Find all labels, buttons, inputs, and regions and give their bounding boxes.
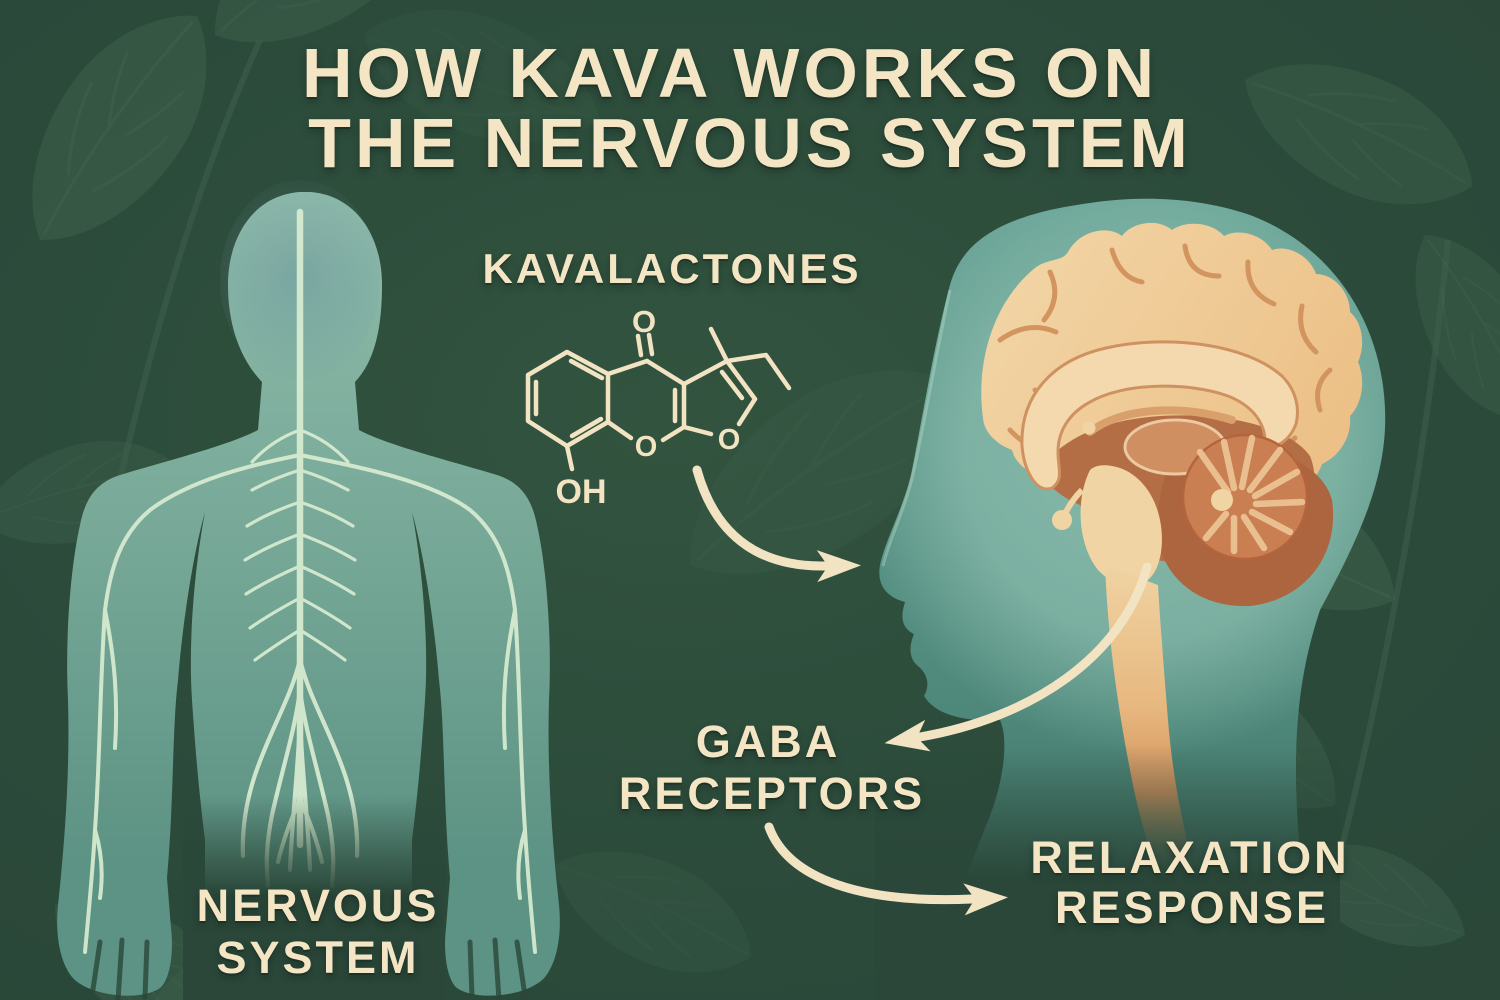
hydroxyl-bond [564, 443, 575, 472]
furan-ring [681, 358, 758, 402]
atom-label-oh: OH [556, 473, 607, 511]
arrow-kavalactones-to-brain [692, 465, 861, 583]
label-gaba-receptors-line1: GABA [695, 716, 841, 767]
label-kavalactones: KAVALACTONES [482, 245, 862, 292]
brainstem-pons [1080, 465, 1162, 586]
cerebellum-folia [1196, 434, 1306, 555]
leaf-icon [534, 819, 773, 1000]
face-edge-highlight [881, 289, 952, 567]
head-bottom-fade [875, 745, 1340, 1000]
atom-label-o-carbonyl: O [632, 304, 656, 339]
leaf-icon [1381, 210, 1500, 448]
molecule-structure: O O O OH [525, 304, 792, 511]
body-silhouette [57, 180, 560, 1000]
body-bottom-fade [183, 795, 445, 1000]
body-shape [57, 192, 560, 1000]
foramen-dot [1082, 421, 1096, 435]
arrow-gaba-to-relaxation [764, 822, 1008, 916]
methyl-bond [708, 326, 730, 364]
corpus-callosum [1020, 340, 1299, 491]
infographic-title-line1: HOW KAVA WORKS ON [301, 34, 1159, 112]
arrow-brain-to-gaba [884, 562, 1152, 752]
cerebellum-arbor [1211, 489, 1233, 511]
finger-lines [89, 937, 528, 1000]
leaf-icon [1220, 27, 1497, 239]
ethyl-bond [724, 352, 792, 391]
fornix-curve [1086, 406, 1236, 436]
infographic-title-line2: THE NERVOUS SYSTEM [308, 104, 1192, 182]
benzene-ring [525, 349, 611, 449]
atom-label-o-pyran: O [635, 431, 658, 463]
label-relaxation-response-line2: RESPONSE [1054, 882, 1330, 933]
leaf-icon [0, 0, 249, 277]
label-nervous-system-line2: SYSTEM [216, 932, 420, 983]
label-gaba-receptors-line2: RECEPTORS [618, 768, 926, 819]
pyranone-ring [644, 358, 687, 430]
label-relaxation-response-line1: RELAXATION [1030, 832, 1350, 883]
atom-label-o-furan: O [718, 424, 741, 456]
label-nervous-system-line1: NERVOUS [196, 880, 440, 931]
pituitary-gland [1052, 510, 1072, 530]
cerebellum [1181, 433, 1309, 561]
pituitary-stalk [1063, 487, 1085, 514]
